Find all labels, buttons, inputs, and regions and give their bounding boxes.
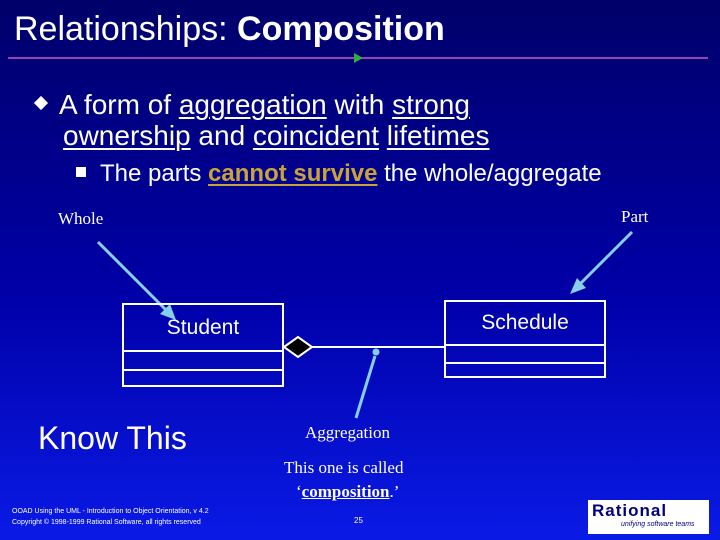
- class-schedule-name: Schedule: [481, 311, 569, 334]
- title-emphasis: Composition: [237, 10, 445, 48]
- aggregation-label: Aggregation: [305, 423, 390, 442]
- called-note-line-1: This one is called: [284, 458, 404, 477]
- aggregation-pointer-line: [354, 355, 377, 419]
- term-coincident: coincident: [252, 120, 380, 151]
- know-this-callout: Know This: [38, 420, 187, 456]
- term-ownership: ownership: [63, 120, 191, 151]
- logo-tagline: unifying software teams: [621, 521, 695, 528]
- class-student-name: Student: [166, 316, 240, 339]
- quote-close: .’: [389, 482, 400, 501]
- class-schedule-operations: [446, 362, 604, 376]
- slide-title: Relationships: Composition: [14, 10, 445, 49]
- term-strong: strong: [392, 89, 470, 120]
- class-student-attributes: [124, 350, 282, 369]
- bullet-2-text: the whole/aggregate: [377, 160, 602, 187]
- footer-copyright: OOAD Using the UML - Introduction to Obj…: [12, 506, 209, 528]
- label-part: Part: [621, 207, 649, 226]
- bullet-1-text: with: [326, 89, 393, 120]
- term-aggregation: aggregation: [178, 89, 327, 120]
- bullet-1: A form of aggregation with strong: [33, 88, 470, 121]
- aggregation-pointer-dot-icon: [372, 348, 380, 356]
- part-arrow-line: [572, 230, 634, 292]
- label-whole: Whole: [58, 209, 104, 228]
- page-number: 25: [354, 516, 363, 525]
- quote-open: ‘: [296, 482, 302, 501]
- bullet-2-text: The parts: [100, 160, 209, 187]
- rational-logo: Rational unifying software teams: [588, 500, 709, 534]
- bullet-1-line-2: ownership and coincident lifetimes: [63, 120, 490, 152]
- term-cannot-survive: cannot survive: [208, 160, 378, 187]
- square-bullet-icon: [76, 166, 86, 177]
- bullet-1-text: A form of: [59, 89, 179, 120]
- whole-arrowhead-icon: [160, 304, 176, 320]
- bullet-1-text: and: [190, 120, 253, 151]
- title-prefix: Relationships:: [14, 10, 238, 48]
- part-arrowhead-icon: [570, 278, 586, 294]
- footer-line-1: OOAD Using the UML - Introduction to Obj…: [12, 508, 209, 515]
- term-lifetimes: lifetimes: [386, 120, 490, 151]
- class-schedule-attributes: [446, 344, 604, 362]
- term-composition: composition: [301, 482, 390, 501]
- class-student: Student: [122, 303, 284, 387]
- logo-wordmark: Rational: [592, 501, 668, 520]
- bullet-2: The parts cannot survive the whole/aggre…: [76, 160, 602, 188]
- class-student-operations: [124, 369, 282, 385]
- class-schedule: Schedule: [444, 300, 606, 378]
- called-note-line-2: ‘composition.’: [296, 482, 399, 502]
- divider-arrow-icon: [354, 53, 363, 63]
- composition-diamond-icon: [282, 335, 314, 359]
- footer-line-2: Copyright © 1998-1999 Rational Software,…: [12, 519, 201, 526]
